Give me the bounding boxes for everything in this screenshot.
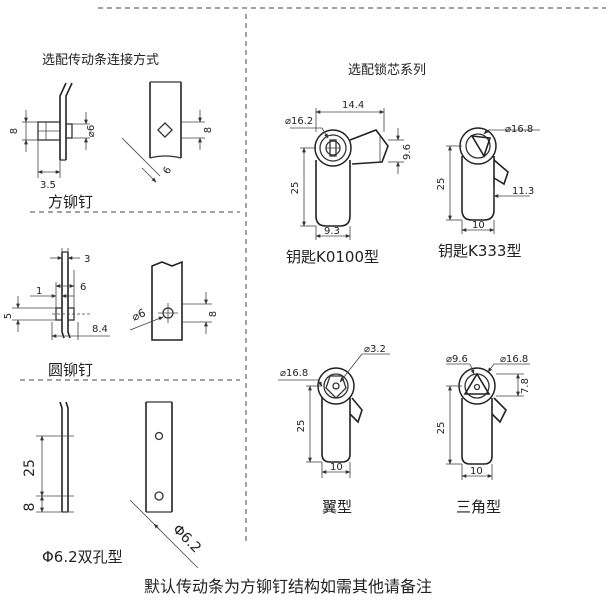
square-rivet-dim-b: 3.5 xyxy=(40,180,56,191)
k333-dim-b: 25 xyxy=(436,178,447,191)
k0100-dim-d: 25 xyxy=(290,182,301,195)
round-rivet-dim-b: 6 xyxy=(80,282,86,293)
triangle-label: 三角型 xyxy=(456,498,501,516)
square-rivet-dim-a: 8 xyxy=(9,128,20,134)
triangle-dim-a: ⌀9.6 xyxy=(446,354,468,365)
square-rivet-front-view xyxy=(121,81,205,183)
double-hole-label: Φ6.2双孔型 xyxy=(42,548,123,566)
double-hole-dim-b: 8 xyxy=(22,503,38,512)
square-rivet-dim-d: 8 xyxy=(203,127,214,133)
round-rivet-dim-f: ⌀6 xyxy=(130,306,148,323)
k0100-dim-c: 9.6 xyxy=(402,144,413,160)
round-rivet-front-view xyxy=(129,260,212,341)
square-rivet-dim-e: 6 xyxy=(161,165,174,176)
k333-label: 钥匙K333型 xyxy=(438,242,521,260)
triangle-dim-b: ⌀16.8 xyxy=(500,354,528,365)
round-rivet-dim-g: 8 xyxy=(208,311,219,317)
footer-note: 默认传动条为方铆钉结构如需其他请备注 xyxy=(144,577,432,596)
double-hole-dim-c: Φ6.2 xyxy=(169,522,204,557)
k0100-dim-a: ⌀16.2 xyxy=(285,116,313,127)
triangle-dim-e: 10 xyxy=(470,466,483,477)
k333-dim-d: 10 xyxy=(472,220,485,231)
k0100-dim-e: 9.3 xyxy=(324,226,340,237)
section-dividers xyxy=(20,7,606,542)
k333-cylinder-drawing xyxy=(446,127,540,234)
k333-dim-a: ⌀16.8 xyxy=(505,124,533,135)
square-rivet-label: 方铆钉 xyxy=(48,193,93,211)
round-rivet-dim-c: 1 xyxy=(36,286,42,297)
double-hole-side-view xyxy=(36,401,74,513)
round-rivet-side-view xyxy=(12,248,110,340)
triangle-cylinder-drawing xyxy=(446,363,530,480)
square-rivet-side-view xyxy=(22,82,90,178)
k0100-cylinder-drawing xyxy=(290,108,404,240)
triangle-dim-d: 25 xyxy=(436,422,447,435)
round-rivet-dim-e: 8.4 xyxy=(92,324,108,335)
wing-dim-b: ⌀16.8 xyxy=(280,368,308,379)
wing-label: 翼型 xyxy=(322,498,352,516)
wing-cylinder-drawing xyxy=(278,353,390,478)
double-hole-front-view xyxy=(129,401,199,569)
wing-dim-c: 25 xyxy=(296,420,307,433)
round-rivet-label: 圆铆钉 xyxy=(48,361,93,379)
k0100-dim-b: 14.4 xyxy=(342,100,364,111)
triangle-dim-c: 7.8 xyxy=(520,378,531,394)
wing-dim-a: ⌀3.2 xyxy=(364,344,386,355)
k333-dim-c: 11.3 xyxy=(512,186,534,197)
right-section-header: 选配锁芯系列 xyxy=(348,62,426,78)
round-rivet-dim-d: 5 xyxy=(3,313,14,319)
k0100-label: 钥匙K0100型 xyxy=(286,248,379,266)
double-hole-dim-a: 25 xyxy=(22,459,38,477)
square-rivet-dim-c: ⌀6 xyxy=(86,125,97,137)
round-rivet-dim-a: 3 xyxy=(84,254,90,265)
left-section-header: 选配传动条连接方式 xyxy=(42,52,159,68)
wing-dim-d: 10 xyxy=(330,462,343,473)
